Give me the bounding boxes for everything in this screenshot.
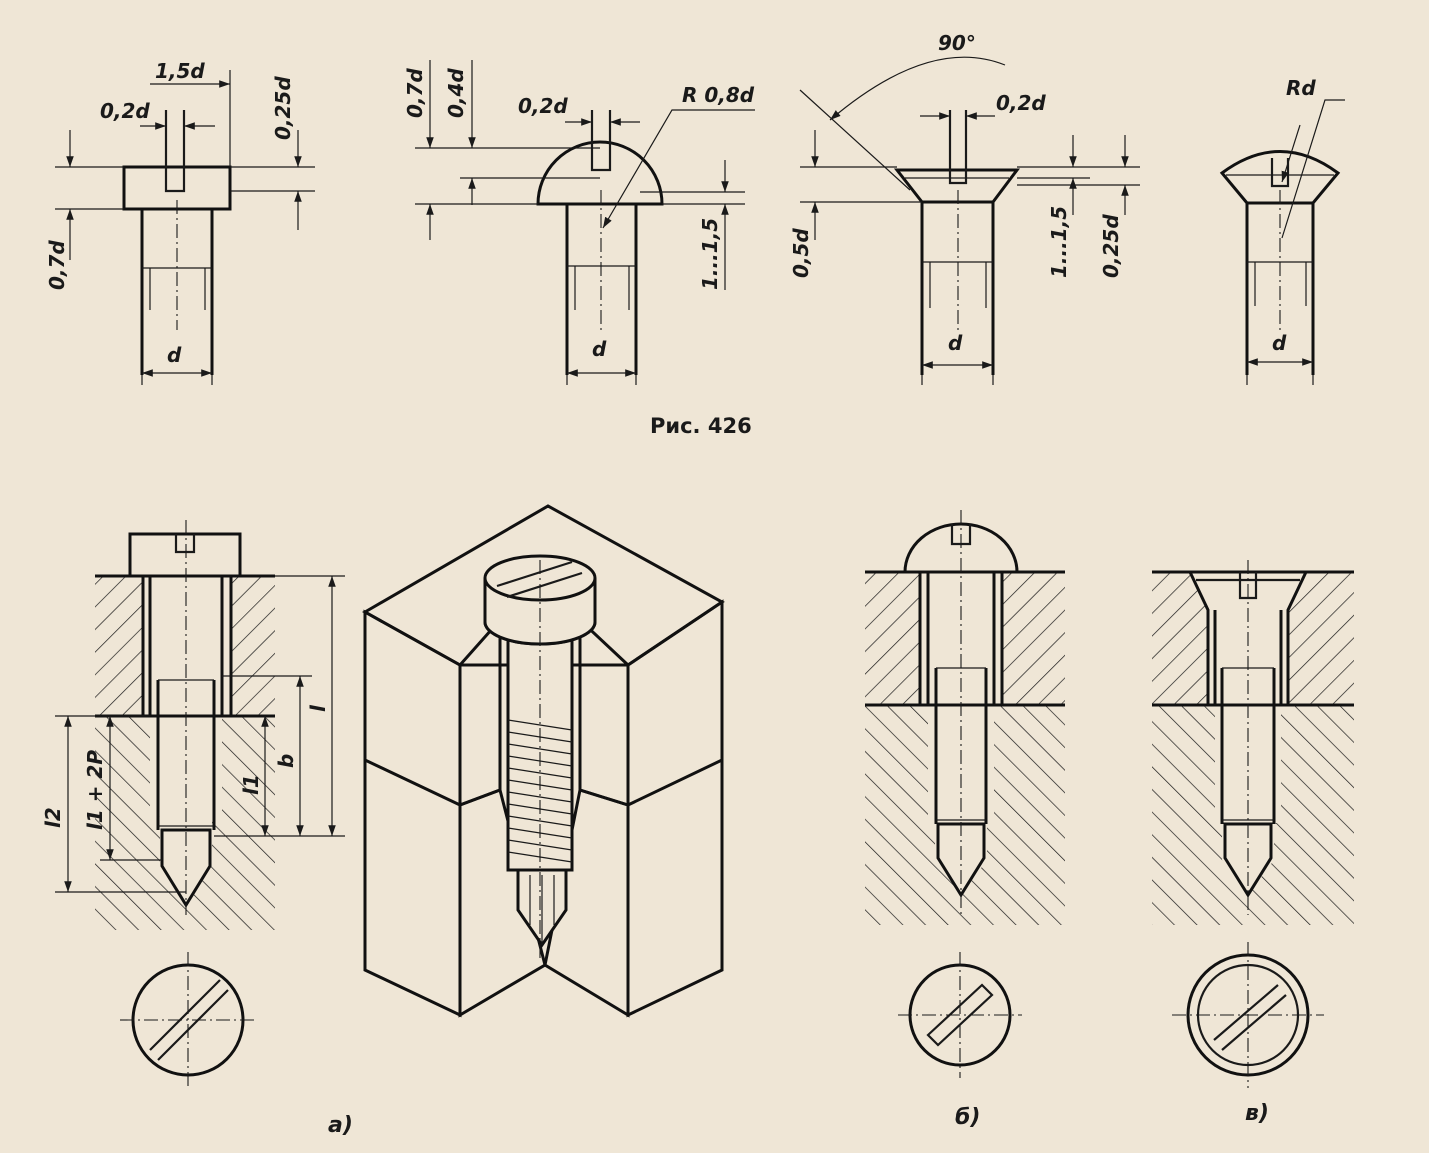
dim-slot-width: 0,2d xyxy=(100,99,150,123)
dim-shank: d xyxy=(167,343,182,367)
dim-l: l xyxy=(306,704,330,712)
dim-angle: 90° xyxy=(938,31,976,55)
dim-head-height: 0,5d xyxy=(789,228,813,278)
dim-l2: l2 xyxy=(41,807,65,828)
view-label-b: б) xyxy=(955,1105,980,1130)
dim-slot-depth: 0,25d xyxy=(271,76,295,140)
dim-slot-width: 0,2d xyxy=(996,91,1046,115)
dim-b: b xyxy=(274,754,298,768)
view-label-a: а) xyxy=(328,1113,353,1138)
dim-l1-plus-2p: l1 + 2P xyxy=(83,750,107,830)
dim-gap: 1...1,5 xyxy=(698,218,722,290)
view-label-v: в) xyxy=(1245,1101,1269,1126)
dim-gap: 1...1,5 xyxy=(1047,206,1071,278)
countersunk-screw: 90° 0,2d 0,5d 1...1,5 0,25d d xyxy=(789,31,1140,385)
figure-caption: Рис. 426 xyxy=(650,414,752,438)
section-view-v: в) xyxy=(1152,560,1354,1126)
section-view-a: l2 l1 + 2P l1 b l а) xyxy=(41,520,353,1138)
dim-slot-width: 0,2d xyxy=(518,94,568,118)
isometric-cutaway xyxy=(361,504,725,1018)
round-head-screw: 0,7d 0,4d 0,2d R 0,8d 1...1,5 d xyxy=(403,60,755,385)
dim-slot-depth: 0,25d xyxy=(1099,214,1123,278)
dim-radius: R 0,8d xyxy=(682,83,755,107)
dim-shank: d xyxy=(592,337,607,361)
section-view-b: б) xyxy=(865,510,1065,1130)
dim-radius: Rd xyxy=(1286,76,1316,100)
cylinder-head-screw: 1,5d 0,2d 0,7d 0,25d d xyxy=(45,59,315,385)
dim-head-width: 1,5d xyxy=(155,59,205,83)
dim-shank: d xyxy=(948,331,963,355)
dim-head-height: 0,7d xyxy=(45,240,69,290)
dim-slot-depth: 0,4d xyxy=(444,68,468,118)
raised-countersunk-screw: Rd d xyxy=(1219,76,1345,385)
dim-l1: l1 xyxy=(239,774,263,795)
dim-shank: d xyxy=(1272,331,1287,355)
dim-head-height: 0,7d xyxy=(403,68,427,118)
